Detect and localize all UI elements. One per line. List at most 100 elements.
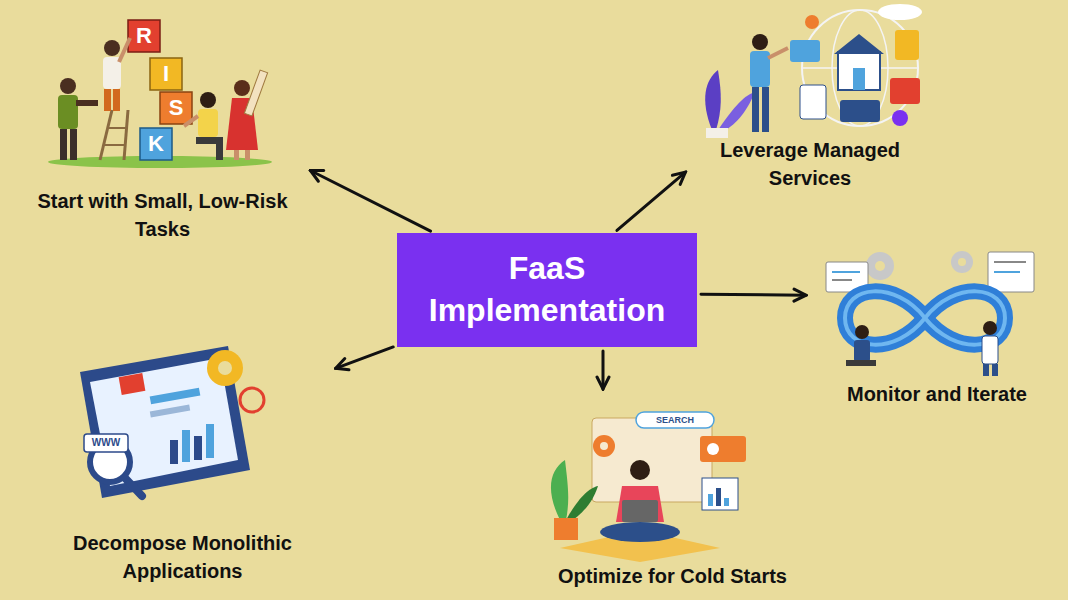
devops-loop-scene-part bbox=[832, 279, 852, 281]
risk-blocks-scene-part bbox=[234, 80, 250, 96]
topic-caption: Optimize for Cold Starts bbox=[523, 562, 823, 590]
search-optimize-scene-part bbox=[702, 478, 738, 510]
web-app-scene-part bbox=[182, 430, 190, 462]
arrow-connector bbox=[310, 170, 430, 231]
search-optimize-scene bbox=[551, 412, 746, 562]
web-app-scene-part bbox=[170, 440, 178, 464]
managed-services-scene-part bbox=[752, 87, 759, 132]
devops-loop-scene-part bbox=[845, 291, 1005, 344]
managed-services-scene-part bbox=[718, 92, 755, 132]
managed-services-scene-part bbox=[834, 34, 884, 54]
search-optimize-scene-part bbox=[622, 500, 658, 522]
topic-node: Start with Small, Low-Risk Tasks bbox=[20, 10, 305, 245]
search-optimize-scene-part bbox=[708, 494, 713, 506]
topic-node: Decompose Monolithic Applications bbox=[35, 330, 330, 585]
risk-blocks-scene-part bbox=[103, 57, 121, 89]
search-optimize-scene-part bbox=[716, 488, 721, 506]
managed-services-scene bbox=[705, 4, 922, 138]
block-letter: K bbox=[140, 128, 172, 160]
managed-services-scene-part bbox=[750, 51, 770, 87]
block-letter: I bbox=[150, 58, 182, 90]
arrow-connector bbox=[336, 347, 394, 368]
risk-blocks-scene-part bbox=[104, 144, 125, 146]
web-app-scene-part bbox=[80, 346, 250, 498]
risk-blocks-scene-part bbox=[70, 129, 77, 160]
risk-blocks-scene-part bbox=[76, 100, 98, 106]
risk-blocks-scene-part bbox=[60, 129, 67, 160]
search-optimize-scene-part bbox=[600, 442, 608, 450]
topic-caption: Start with Small, Low-Risk Tasks bbox=[28, 187, 298, 243]
managed-services-scene-part bbox=[878, 4, 922, 20]
managed-services-scene-part bbox=[832, 10, 888, 126]
web-app-scene-part bbox=[150, 388, 201, 405]
arrow-connector bbox=[701, 293, 806, 297]
topic-caption: Monitor and Iterate bbox=[812, 380, 1062, 408]
managed-services-scene-part bbox=[800, 85, 826, 119]
risk-blocks-scene-part bbox=[140, 128, 172, 160]
devops-loop-scene-part bbox=[875, 261, 885, 271]
devops-loop-scene-part bbox=[832, 271, 860, 273]
risk-blocks-scene-part bbox=[245, 150, 250, 160]
arrow-connector bbox=[617, 172, 685, 230]
hub-title: FaaS Implementation bbox=[397, 248, 697, 331]
managed-services-scene-part bbox=[706, 128, 728, 138]
managed-services-scene-part bbox=[768, 48, 788, 58]
topic-node: Leverage Managed Services bbox=[690, 0, 930, 195]
devops-loop-scene-part bbox=[855, 325, 869, 339]
topic-caption: Leverage Managed Services bbox=[703, 136, 918, 192]
search-optimize-scene-part bbox=[600, 522, 680, 542]
risk-blocks-scene-part bbox=[234, 150, 239, 160]
managed-services-scene-part bbox=[853, 68, 865, 90]
risk-blocks-scene-part bbox=[244, 70, 267, 116]
topic-caption: Decompose Monolithic Applications bbox=[40, 529, 325, 585]
risk-blocks-scene-part bbox=[119, 38, 130, 62]
web-app-scene-part bbox=[218, 361, 232, 375]
devops-loop-scene-part bbox=[846, 360, 876, 366]
web-app-scene-part bbox=[206, 424, 214, 458]
managed-services-scene-part bbox=[752, 34, 768, 50]
managed-services-scene-part bbox=[840, 100, 880, 122]
managed-services-scene-part bbox=[805, 15, 819, 29]
devops-loop-scene-part bbox=[866, 252, 894, 280]
web-app-scene-part bbox=[125, 478, 142, 496]
search-optimize-scene-part bbox=[554, 518, 578, 540]
risk-blocks-scene-part bbox=[128, 20, 160, 52]
devops-loop-scene-part bbox=[951, 251, 973, 273]
managed-services-scene-part bbox=[892, 110, 908, 126]
block-letter: R bbox=[128, 20, 160, 52]
web-app-scene-part bbox=[207, 350, 243, 386]
managed-services-scene-part bbox=[762, 87, 769, 132]
risk-blocks-scene-part bbox=[104, 40, 120, 56]
devops-loop-scene-part bbox=[988, 252, 1034, 292]
devops-loop-scene-part bbox=[982, 336, 998, 364]
devops-loop-scene-part bbox=[854, 340, 870, 362]
managed-services-scene-part bbox=[705, 70, 721, 130]
search-optimize-scene-part bbox=[724, 498, 729, 506]
risk-blocks-scene-part bbox=[124, 110, 128, 160]
search-optimize-scene-part bbox=[707, 443, 719, 455]
web-app-scene-part bbox=[240, 388, 264, 412]
risk-blocks-scene-part bbox=[160, 92, 192, 124]
search-optimize-scene-part bbox=[551, 460, 568, 520]
devops-loop-scene-part bbox=[983, 364, 989, 376]
arrow-connector bbox=[602, 351, 605, 389]
topic-node: Monitor and Iterate bbox=[812, 240, 1062, 410]
web-app-scene-part bbox=[194, 436, 202, 460]
devops-loop-scene-part bbox=[992, 364, 998, 376]
risk-blocks-scene-part bbox=[108, 127, 127, 129]
managed-services-scene-part bbox=[838, 52, 880, 90]
search-optimize-scene-part bbox=[566, 486, 598, 522]
managed-services-scene-part bbox=[790, 40, 820, 62]
devops-loop-scene-part bbox=[994, 261, 1026, 263]
block-letter: S bbox=[160, 92, 192, 124]
risk-blocks-scene-part bbox=[216, 137, 223, 160]
managed-services-scene-part bbox=[895, 30, 919, 60]
search-text: SEARCH bbox=[640, 413, 710, 427]
web-app-scene bbox=[80, 346, 264, 498]
risk-blocks-scene bbox=[48, 20, 272, 168]
managed-services-scene-part bbox=[890, 78, 920, 104]
search-optimize-scene-part bbox=[616, 486, 664, 522]
web-app-scene-part bbox=[84, 434, 128, 452]
risk-blocks-scene-part bbox=[100, 110, 112, 160]
devops-loop-scene bbox=[826, 251, 1034, 376]
